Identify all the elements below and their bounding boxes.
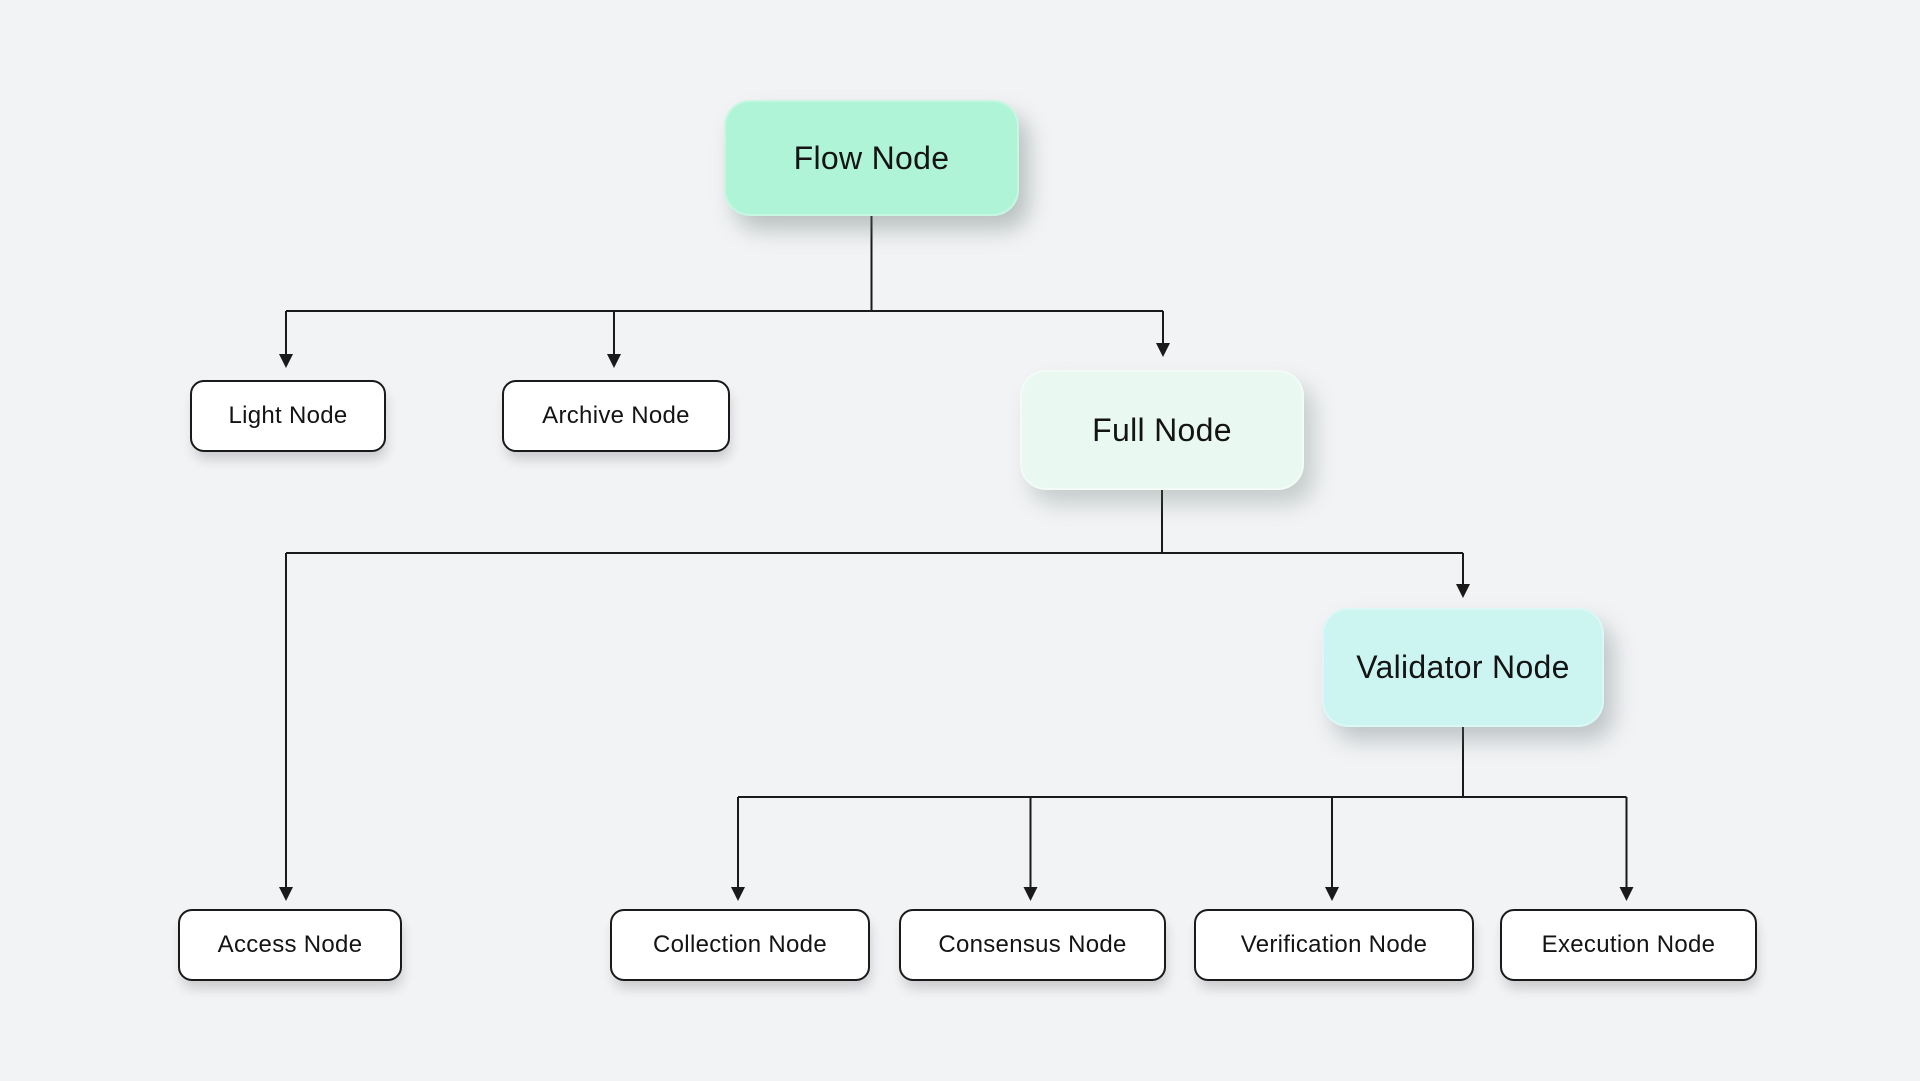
node-consensus-label: Consensus Node [938, 931, 1127, 958]
node-light-label: Light Node [228, 402, 348, 429]
node-flow-label: Flow Node [793, 139, 950, 176]
node-flow: Flow Node [724, 100, 1019, 216]
connector-full-bus [286, 490, 1463, 554]
node-collection: Collection Node [610, 909, 870, 981]
node-archive-label: Archive Node [542, 402, 690, 429]
node-execution: Execution Node [1500, 909, 1757, 981]
connector-validator-bus [738, 727, 1627, 798]
node-light: Light Node [190, 380, 386, 452]
node-access: Access Node [178, 909, 402, 981]
node-archive: Archive Node [502, 380, 730, 452]
node-verification-label: Verification Node [1240, 931, 1428, 958]
node-access-label: Access Node [217, 931, 363, 958]
node-consensus: Consensus Node [899, 909, 1166, 981]
node-validator: Validator Node [1322, 608, 1604, 727]
node-verification: Verification Node [1194, 909, 1474, 981]
connector-flow-bus [286, 216, 1163, 312]
node-full: Full Node [1020, 370, 1304, 490]
node-collection-label: Collection Node [653, 931, 827, 958]
node-validator-label: Validator Node [1356, 649, 1570, 685]
node-execution-label: Execution Node [1541, 931, 1716, 958]
node-full-label: Full Node [1092, 411, 1232, 448]
